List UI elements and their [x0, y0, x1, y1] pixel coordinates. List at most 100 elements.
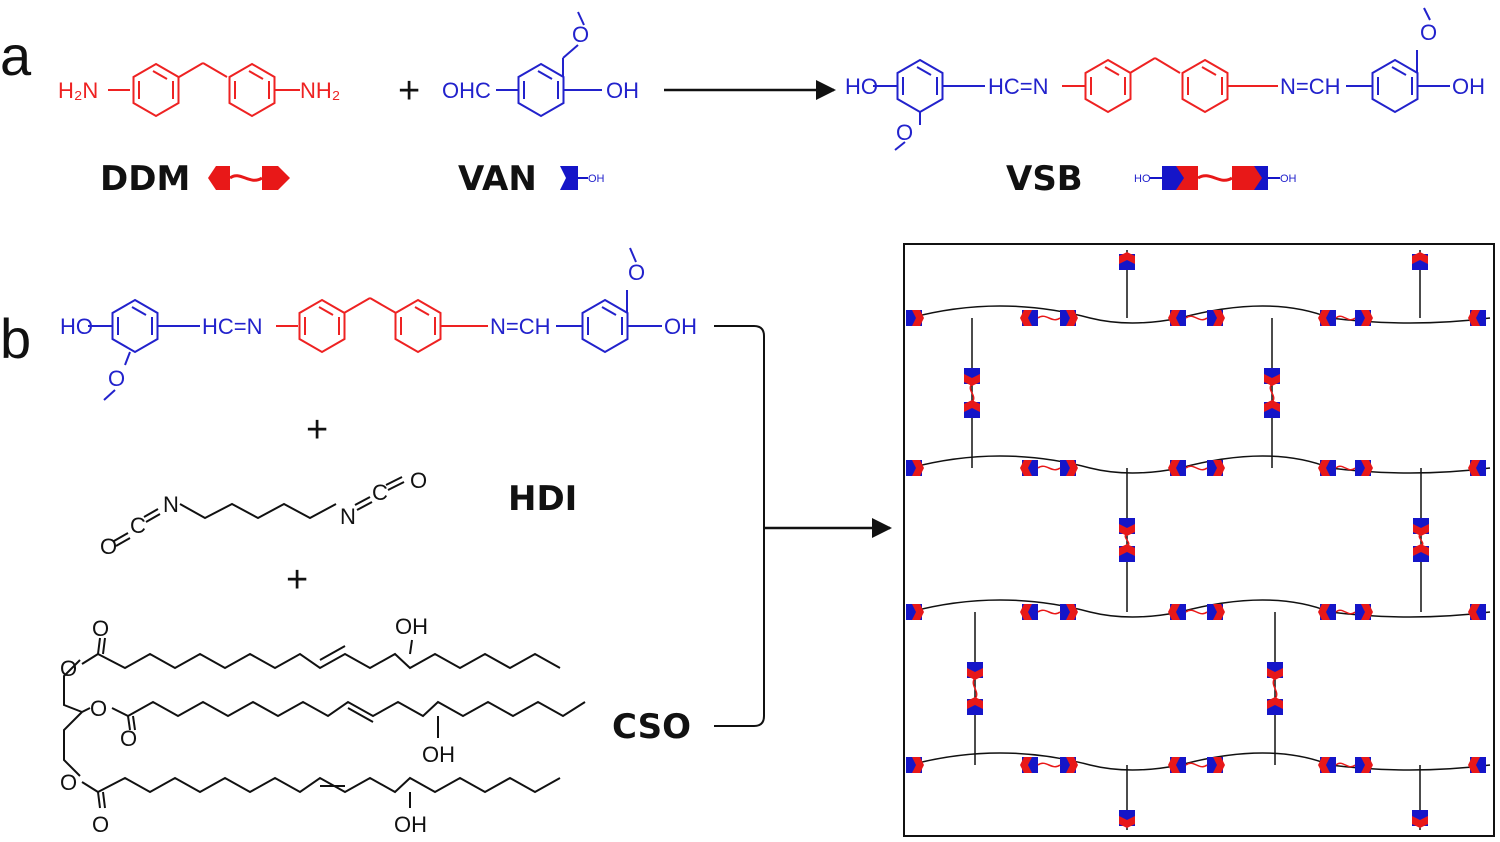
- combination-bracket: [714, 325, 892, 727]
- network-node: [1264, 400, 1280, 418]
- cso-label: CSO: [612, 707, 691, 747]
- network-node: [906, 604, 924, 620]
- van-hydroxyl: OH: [606, 78, 639, 103]
- network-node: [1119, 252, 1135, 270]
- cso-oh-2: OH: [422, 742, 455, 767]
- network-box: [903, 243, 1495, 837]
- cso-oh-1: OH: [395, 614, 428, 639]
- network-node: [1207, 460, 1225, 476]
- network-node: [1207, 604, 1225, 620]
- network-node: [1119, 544, 1135, 562]
- network-node: [1318, 460, 1336, 476]
- network-node: [906, 310, 924, 326]
- vsb-b-left-imine: HC=N: [202, 314, 263, 339]
- panel-label-b: b: [0, 307, 31, 370]
- ddm-structure: H₂N NH₂: [58, 62, 340, 117]
- cso-ester-o-2: O: [90, 696, 107, 721]
- network-node: [964, 368, 980, 386]
- network-backbone: [909, 455, 1491, 474]
- red-linker: [1037, 762, 1061, 768]
- network-node: [1413, 544, 1429, 562]
- van-methoxy-o: O: [572, 22, 589, 47]
- network-node: [1119, 810, 1135, 828]
- network-node: [1207, 310, 1225, 326]
- network-node: [1207, 757, 1225, 773]
- vsb-b-right-oh: OH: [664, 314, 697, 339]
- ddm-label: DDM: [100, 159, 190, 199]
- network-node: [1060, 310, 1078, 326]
- red-linker: [1185, 762, 1208, 768]
- hdi-structure: O C N N C O: [100, 468, 427, 559]
- network-node: [1168, 460, 1186, 476]
- vsb-left-oh: HO: [845, 74, 878, 99]
- cso-carbonyl-o-1: O: [92, 616, 109, 641]
- network-node: [1060, 604, 1078, 620]
- hdi-left-o: O: [100, 534, 117, 559]
- network-node: [1468, 604, 1486, 620]
- vsb-icon-oh: OH: [1280, 173, 1297, 185]
- network-node: [1119, 518, 1135, 536]
- ddm-symbol-icon: [208, 166, 290, 190]
- panel-label-a: a: [0, 24, 32, 87]
- network-node: [1168, 757, 1186, 773]
- vsb-left-methoxy-o: O: [896, 120, 913, 145]
- plus-sign-a: +: [398, 70, 420, 112]
- red-linker: [1272, 677, 1278, 700]
- network-node: [964, 400, 980, 418]
- van-icon-oh: OH: [588, 173, 605, 185]
- vsb-right-imine: N=CH: [1280, 74, 1341, 99]
- cso-carbonyl-o-3: O: [92, 812, 109, 837]
- network-node: [1412, 810, 1428, 828]
- network-backbone: [909, 599, 1491, 618]
- hdi-left-c: C: [130, 513, 146, 538]
- van-structure: OHC O OH: [442, 11, 639, 117]
- network-node: [1020, 757, 1038, 773]
- vsb-right-methoxy-o: O: [1420, 20, 1437, 45]
- plus-sign-b2: +: [286, 559, 308, 601]
- network-node: [1413, 518, 1429, 536]
- cso-carbonyl-o-2: O: [120, 726, 137, 751]
- network-node: [1267, 697, 1283, 715]
- van-label: VAN: [458, 159, 537, 199]
- red-linker: [1037, 465, 1061, 471]
- red-linker: [1124, 533, 1130, 547]
- network-node: [1060, 460, 1078, 476]
- van-symbol-icon: OH: [560, 166, 605, 190]
- vsb-b-left-oh: HO: [60, 314, 93, 339]
- vsb-b-right-imine: N=CH: [490, 314, 551, 339]
- network-node: [1468, 757, 1486, 773]
- vsb-label: VSB: [1006, 159, 1083, 199]
- vsb-structure-a: HO O HC=N N=CH O OH: [845, 7, 1485, 151]
- red-linker: [1335, 465, 1356, 471]
- network-node: [1318, 310, 1336, 326]
- red-linker: [1037, 315, 1061, 321]
- hdi-right-c: C: [372, 480, 388, 505]
- vsb-b-left-methoxy-o: O: [108, 366, 125, 391]
- red-linker: [1269, 383, 1275, 403]
- ddm-left-amine: H₂N: [58, 78, 98, 103]
- network-node: [1468, 460, 1486, 476]
- network-node: [1412, 252, 1428, 270]
- vsb-right-oh: OH: [1452, 74, 1485, 99]
- network-node: [1355, 460, 1373, 476]
- network-node: [1020, 310, 1038, 326]
- vsb-structure-b: HO O HC=N N=CH O OH: [60, 247, 697, 401]
- red-linker: [1335, 315, 1356, 321]
- plus-sign-b1: +: [306, 409, 328, 451]
- network-backbone: [909, 752, 1491, 771]
- network-node: [967, 662, 983, 680]
- hdi-right-o: O: [410, 468, 427, 493]
- red-linker: [972, 677, 978, 700]
- hdi-label: HDI: [508, 479, 577, 519]
- red-linker: [969, 383, 975, 403]
- vsb-left-imine: HC=N: [988, 74, 1049, 99]
- network-node: [1264, 368, 1280, 386]
- network-node: [1355, 310, 1373, 326]
- network-node: [1468, 310, 1486, 326]
- cso-structure: O O OH O O OH O O OH: [60, 614, 586, 837]
- network-node: [1318, 757, 1336, 773]
- vsb-symbol-icon: HO OH: [1134, 166, 1297, 190]
- cso-oh-3: OH: [394, 812, 427, 837]
- network-node: [967, 697, 983, 715]
